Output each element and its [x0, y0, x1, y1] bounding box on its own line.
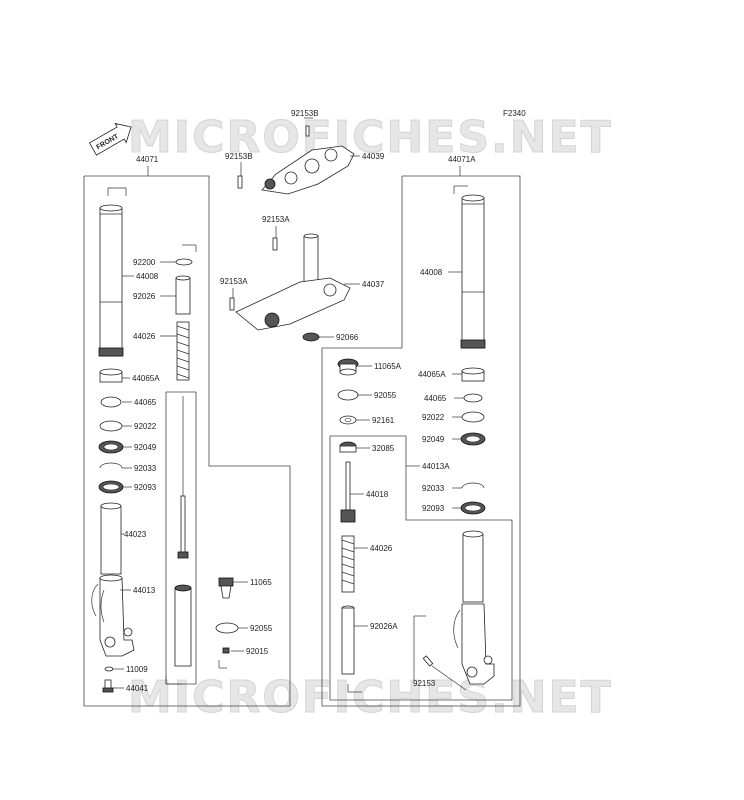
bolt-92153B-top: [305, 125, 310, 137]
label-92093-left: 92093: [134, 483, 157, 492]
label-92153B-top: 92153B: [291, 109, 319, 118]
label-44026-left: 44026: [133, 332, 156, 341]
label-44071A: 44071A: [448, 155, 476, 164]
label-92049-right: 92049: [422, 435, 445, 444]
right-assembly-box: [321, 175, 521, 707]
spacer-92026A: [341, 605, 355, 675]
oil-seal-92049-left: [98, 440, 124, 454]
gasket-11009: [104, 666, 114, 672]
label-92033-right: 92033: [422, 484, 445, 493]
washer-92161: [339, 415, 357, 425]
damper-rod-left: [174, 495, 192, 667]
cap-bolt-11065: [218, 577, 234, 599]
label-92055-left: 92055: [250, 624, 273, 633]
label-44018: 44018: [366, 490, 389, 499]
bushing-44065A-right: [461, 367, 485, 382]
label-44008-left: 44008: [136, 272, 159, 281]
label-92066: 92066: [336, 333, 359, 342]
bolt-92153A-lower: [229, 297, 235, 311]
watermark-top: MICROFICHES.NET: [128, 112, 613, 163]
label-44071: 44071: [136, 155, 159, 164]
nut-32085: [339, 441, 357, 453]
figure-code: F2340: [503, 109, 526, 118]
label-92033-left: 92033: [134, 464, 157, 473]
spring-right: [341, 535, 355, 593]
bottom-case-left: [91, 574, 135, 657]
label-92093-right: 92093: [422, 504, 445, 513]
label-11065: 11065: [250, 578, 272, 587]
bolt-92153B: [237, 175, 243, 189]
bushing-44065-right: [463, 393, 483, 403]
label-44065A-right: 44065A: [418, 370, 446, 379]
label-44065-right: 44065: [424, 394, 447, 403]
bushing-44065A-left: [99, 368, 123, 383]
label-44023: 44023: [124, 530, 147, 539]
label-92153: 92153: [413, 679, 436, 688]
label-11009: 11009: [126, 665, 148, 674]
bushing-44065-left: [100, 396, 122, 408]
circlip-92033-right: [461, 482, 485, 489]
label-92153B: 92153B: [225, 152, 253, 161]
label-92022-right: 92022: [422, 413, 445, 422]
oil-seal-92049-right: [460, 432, 486, 446]
label-92161: 92161: [372, 416, 395, 425]
label-44013A: 44013A: [422, 462, 450, 471]
label-92026: 92026: [133, 292, 156, 301]
label-44008-right: 44008: [420, 268, 443, 277]
label-92055-right: 92055: [374, 391, 397, 400]
label-44041: 44041: [126, 684, 149, 693]
inner-tube-left: [98, 204, 124, 357]
washer-92022-left: [99, 420, 123, 432]
label-92049-left: 92049: [134, 443, 157, 452]
watermark-bottom: MICROFICHES.NET: [128, 672, 613, 723]
label-11065A: 11065A: [374, 362, 402, 371]
dust-seal-92093-left: [98, 480, 124, 494]
circlip-92033-left: [99, 462, 123, 469]
o-ring-92055-left: [215, 622, 239, 634]
rod-44018: [340, 461, 356, 523]
label-44013: 44013: [133, 586, 156, 595]
washer-92022-right: [461, 411, 485, 423]
left-assembly-box: [83, 175, 291, 707]
stem-lower-clamp-44037: [235, 233, 351, 331]
seal-92066: [302, 332, 320, 342]
cap-11065A: [337, 358, 359, 376]
label-32085: 32085: [372, 444, 395, 453]
outer-tube-left: [100, 502, 122, 575]
label-92015: 92015: [246, 647, 269, 656]
label-44037: 44037: [362, 280, 385, 289]
label-92200: 92200: [133, 258, 156, 267]
label-92026A: 92026A: [370, 622, 398, 631]
dust-seal-92093-right: [460, 501, 486, 515]
bottom-case-right: [453, 530, 495, 685]
label-44065-left: 44065: [134, 398, 157, 407]
label-44065A-left: 44065A: [132, 374, 160, 383]
bolt-44041: [102, 679, 114, 693]
label-44039: 44039: [362, 152, 385, 161]
label-92153A-lower: 92153A: [220, 277, 248, 286]
cartridge-box-left: [165, 391, 197, 685]
label-92153A-upper: 92153A: [262, 215, 290, 224]
upper-clamp-44039: [261, 145, 355, 195]
o-ring-92055-right: [337, 389, 359, 401]
bolt-92153: [422, 655, 467, 691]
label-44026-right: 44026: [370, 544, 393, 553]
spring-left: [176, 321, 190, 381]
inner-tube-right: [460, 194, 486, 349]
bolt-92153A-upper: [272, 237, 278, 251]
label-92022-left: 92022: [134, 422, 157, 431]
nut-92015: [222, 647, 230, 654]
cartridge-box-right: [329, 435, 513, 701]
